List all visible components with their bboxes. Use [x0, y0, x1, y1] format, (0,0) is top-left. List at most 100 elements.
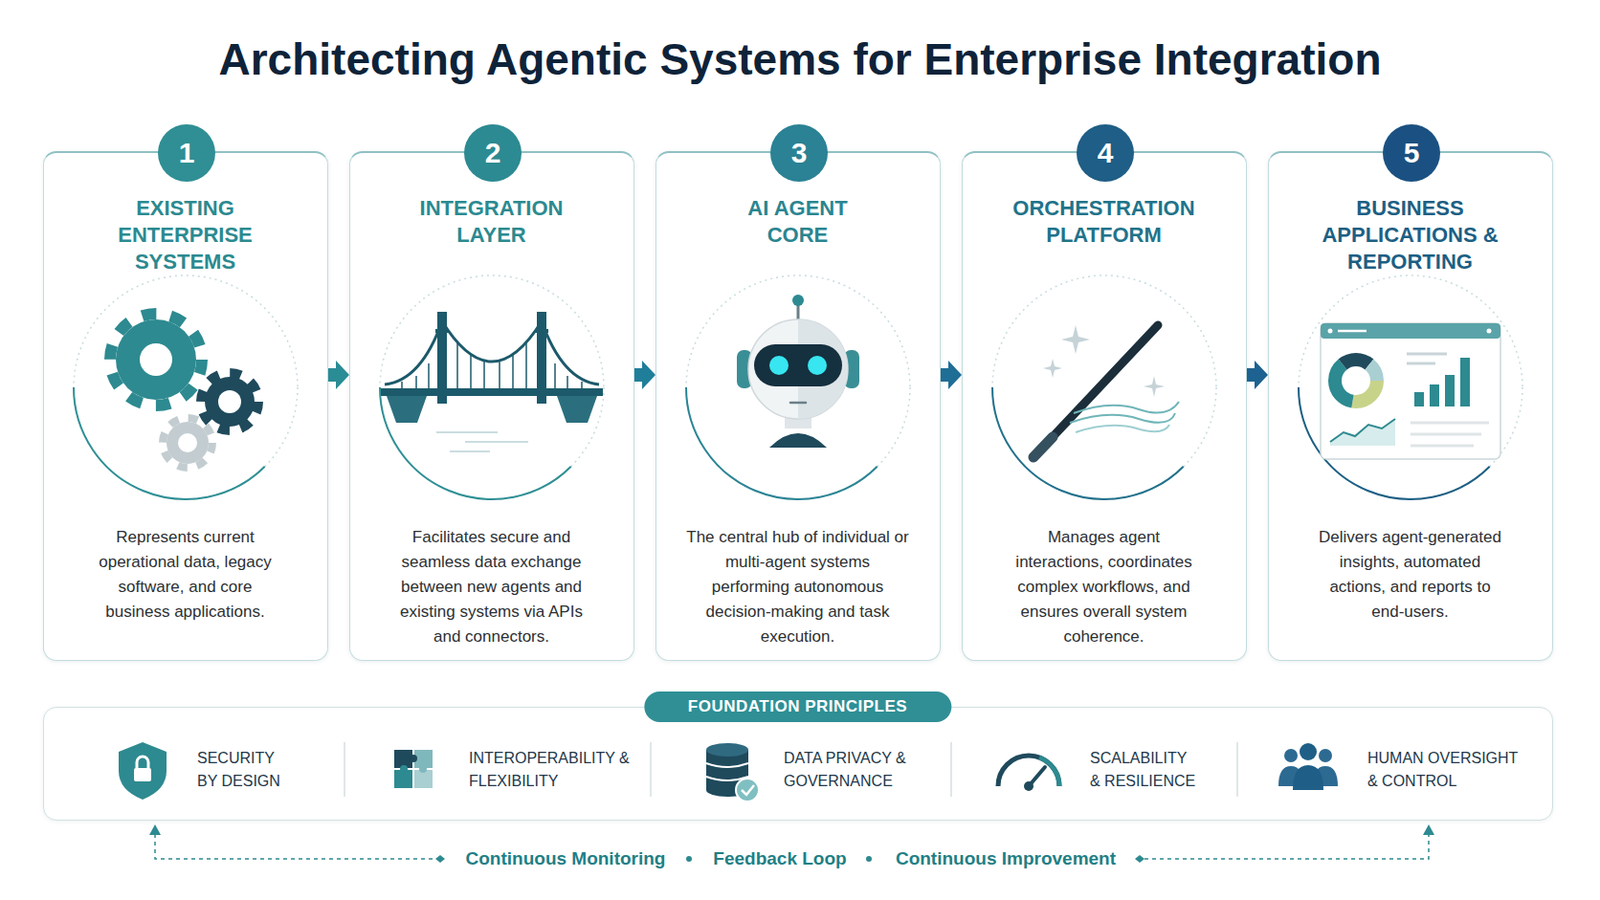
icon-frame: [1298, 275, 1523, 500]
people-icon: [1299, 743, 1317, 761]
icon-frame: [379, 387, 572, 500]
flow-arrow: [634, 360, 656, 390]
bridge-icon: [415, 376, 418, 390]
people-icon: [1284, 749, 1298, 763]
bridge-icon: [566, 376, 569, 390]
puzzle-icon: [394, 750, 433, 789]
robot-icon: [769, 433, 827, 448]
wand-icon: [1069, 413, 1176, 423]
database-icon: [741, 785, 755, 796]
wand-icon: [1075, 424, 1170, 433]
dashboard-icon: [1330, 419, 1396, 446]
flow-arrow: [328, 360, 350, 390]
shield-icon: [133, 768, 152, 782]
robot-icon: [798, 319, 848, 420]
dashboard-icon: [1406, 353, 1447, 356]
dashboard-icon: [1410, 444, 1474, 448]
robot-icon: [784, 411, 812, 429]
bridge-icon: [401, 342, 582, 390]
people-icon: [1292, 765, 1324, 791]
loop-label: Continuous Improvement: [895, 846, 1116, 872]
stage-card: EXISTING ENTERPRISE SYSTEMSRepresents cu…: [43, 151, 329, 662]
bridge-icon: [386, 396, 427, 423]
dashboard-icon: [1334, 359, 1378, 402]
gears-icon: [218, 390, 242, 414]
puzzle-icon: [400, 765, 408, 774]
bridge-icon: [400, 381, 403, 390]
bridge-icon: [437, 311, 447, 404]
flow-arrow: [940, 360, 962, 390]
robot-icon: [736, 350, 753, 389]
wand-icon: [1033, 325, 1158, 458]
bridge-icon: [427, 363, 430, 390]
puzzle-icon: [394, 770, 413, 789]
step-circle: 4: [1076, 124, 1134, 182]
gears-icon: [162, 418, 213, 468]
bridge-icon: [469, 354, 472, 390]
bridge-icon: [580, 381, 583, 390]
shield-icon: [136, 756, 149, 769]
gauge-icon: [998, 755, 1060, 792]
feedback-loop-line: [1134, 855, 1145, 864]
bridge-icon: [435, 329, 449, 334]
icon-frame: [992, 387, 1184, 500]
separator-line: [1236, 742, 1239, 798]
dashboard-icon: [1414, 392, 1424, 407]
step-number: 3: [770, 124, 828, 182]
dashboard-icon: [1410, 433, 1482, 437]
icon-frame: [1298, 387, 1490, 500]
wand-icon: [1073, 401, 1179, 414]
gears-icon: [177, 433, 198, 453]
gears-icon: [200, 373, 259, 431]
wand-icon: [1033, 437, 1053, 458]
icon-frame: [686, 275, 911, 500]
robot-icon: [754, 344, 843, 387]
separator-line: [950, 742, 953, 798]
separator-line: [344, 742, 1238, 798]
wand-icon: [1033, 325, 1179, 458]
database-icon: [706, 777, 749, 781]
gauge-icon: [998, 755, 1060, 787]
feedback-loop-line: [149, 824, 1435, 864]
separator-line: [649, 742, 652, 798]
wand-icon: [1143, 376, 1165, 398]
separator-line: [343, 742, 346, 798]
bridge-icon: [554, 363, 556, 390]
bridge-icon: [541, 321, 600, 385]
database-icon: [706, 743, 749, 757]
stage-card: INTEGRATION LAYER Facilitates secure and …: [349, 151, 635, 662]
icon-frame: [992, 275, 1217, 500]
step-circle: 5: [1382, 124, 1441, 182]
bridge-icon: [556, 396, 598, 423]
dashboard-icon: [1334, 359, 1378, 402]
card-description: The central hub of individual or multi-a…: [686, 525, 911, 650]
bridge-icon: [449, 450, 490, 453]
puzzle-icon: [414, 750, 433, 769]
bridge-icon: [456, 342, 459, 390]
card-heading: INTEGRATION LAYER: [396, 195, 588, 249]
icon-frame: [1298, 275, 1523, 500]
icon-frame: [73, 275, 298, 500]
feedback-loop-line: [686, 856, 692, 863]
step-number: 4: [1076, 124, 1134, 182]
card-description: Manages agent interactions, coordinates …: [1007, 525, 1201, 650]
step-circle: 1: [157, 124, 216, 182]
dashboard-icon: [1410, 422, 1489, 425]
bridge-icon: [465, 441, 529, 444]
bridge-icon: [483, 359, 486, 390]
dashboard-icon: [1429, 384, 1440, 407]
robot-icon: [797, 304, 800, 322]
card-description: Facilitates secure and seamless data exc…: [396, 525, 588, 650]
robot-icon: [736, 294, 860, 448]
step-circle: 3: [770, 124, 828, 182]
bridge-icon: [534, 329, 549, 334]
gears-icon: [166, 422, 209, 465]
card-heading: AI AGENT CORE: [726, 195, 870, 249]
card-heading: BUSINESS APPLICATIONS & REPORTING: [1314, 195, 1507, 276]
bridge-icon: [511, 354, 514, 390]
bridge-icon: [384, 321, 443, 385]
icon-frame: [992, 275, 1217, 500]
robot-icon: [790, 401, 806, 405]
stage-card: ORCHESTRATION PLATFORMManages agent inte…: [961, 151, 1247, 662]
gauge-icon: [1028, 767, 1045, 787]
